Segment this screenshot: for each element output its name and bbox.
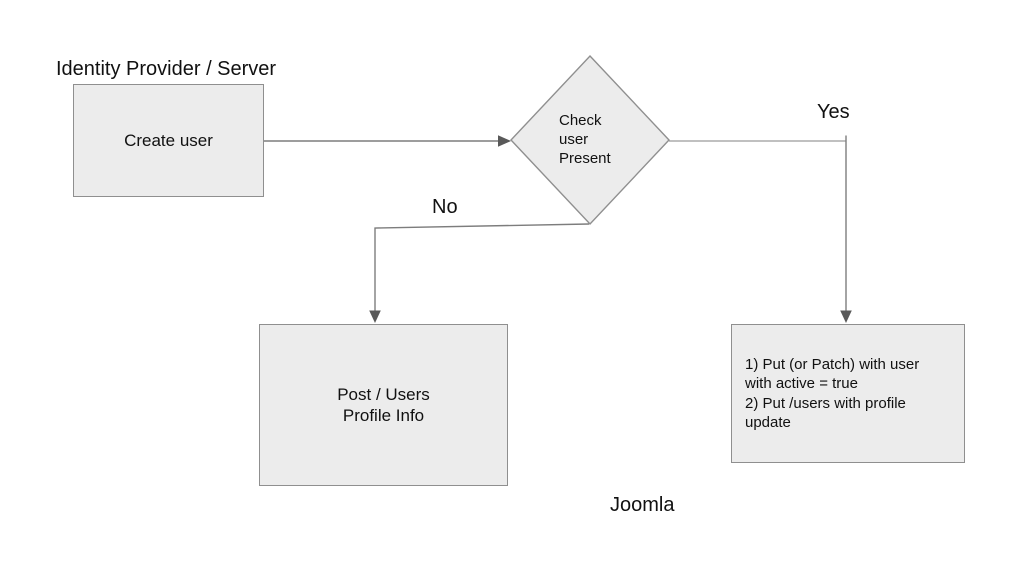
connector-line — [374, 223, 590, 311]
node-put-patch-update: 1) Put (or Patch) with user with active … — [731, 324, 965, 463]
node-check-user-present-label: Check user Present — [559, 112, 611, 167]
arrowhead-down-icon — [840, 310, 852, 323]
region-label-identity-provider: Identity Provider / Server — [56, 58, 277, 80]
node-post-users-profile-label: Post / Users Profile Info — [337, 385, 430, 425]
node-post-users-profile: Post / Users Profile Info — [259, 324, 508, 486]
connector-check-no — [369, 223, 590, 323]
connector-create-to-check — [264, 135, 511, 147]
arrowhead-down-icon — [369, 310, 381, 323]
node-create-user-label: Create user — [124, 131, 213, 150]
decision-diamond-shape — [510, 54, 670, 226]
footer-label-joomla: Joomla — [610, 494, 675, 516]
arrowhead-right-icon — [498, 135, 511, 147]
edge-label-yes: Yes — [817, 101, 850, 123]
edge-label-no: No — [432, 196, 458, 218]
node-create-user: Create user — [73, 84, 264, 197]
connector-check-yes — [669, 135, 852, 323]
node-put-patch-update-label: 1) Put (or Patch) with user with active … — [745, 355, 920, 432]
